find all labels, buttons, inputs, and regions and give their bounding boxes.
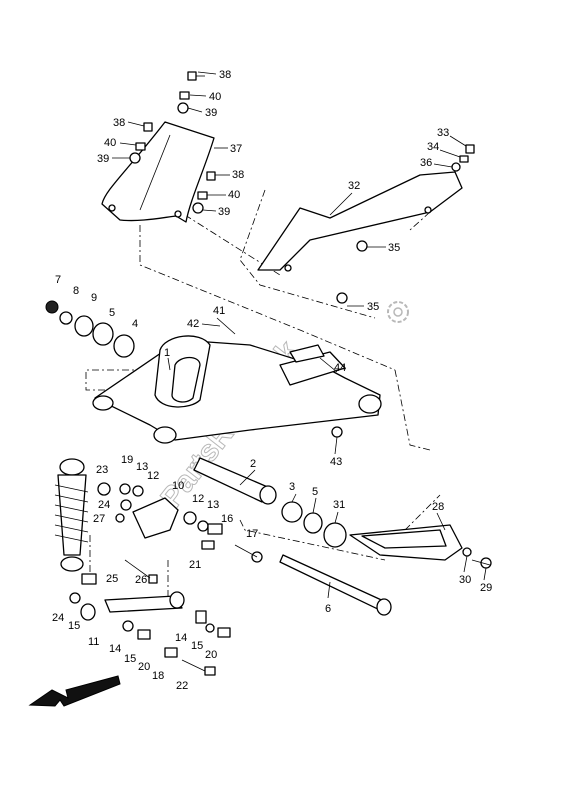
- callout-5-bearing: 5: [109, 307, 115, 319]
- leader-lines: [112, 71, 487, 599]
- axle: [279, 554, 392, 616]
- callout-14-right: 14: [175, 632, 187, 644]
- callouts: 1 2 3 4 5 5 6 7 8 9 10 11 12 12 13 13 14…: [52, 69, 492, 692]
- callout-39-right: 39: [218, 206, 230, 218]
- callout-23: 23: [96, 464, 108, 476]
- callout-8: 8: [73, 285, 79, 297]
- callout-5-seal: 5: [312, 486, 318, 498]
- callout-9: 9: [91, 292, 97, 304]
- callout-43: 43: [330, 456, 342, 468]
- chain-puller: [349, 524, 463, 561]
- callout-40-left: 40: [104, 137, 116, 149]
- chain-cover: [101, 121, 215, 223]
- callout-39-left: 39: [97, 153, 109, 165]
- shock-absorber: [54, 458, 89, 572]
- callout-27: 27: [93, 513, 105, 525]
- callout-17: 17: [246, 528, 258, 540]
- callout-15-left: 15: [68, 620, 80, 632]
- callout-33: 33: [437, 127, 449, 139]
- callout-26: 26: [135, 574, 147, 586]
- callout-20-left: 20: [138, 661, 150, 673]
- callout-31: 31: [333, 499, 345, 511]
- callout-11: 11: [88, 636, 99, 648]
- callout-41: 41: [213, 305, 225, 317]
- callout-4: 4: [132, 318, 138, 330]
- callout-24-lower: 24: [52, 612, 64, 624]
- callout-28: 28: [432, 501, 444, 513]
- bearings: [45, 300, 472, 557]
- callout-13-upper: 13: [136, 461, 148, 473]
- callout-40-top: 40: [209, 91, 221, 103]
- callout-29: 29: [480, 582, 492, 594]
- callout-15-right: 15: [191, 640, 203, 652]
- callout-15-middle: 15: [124, 653, 136, 665]
- callout-7: 7: [55, 274, 61, 286]
- callout-38-left: 38: [113, 117, 125, 129]
- callout-32: 32: [348, 180, 360, 192]
- callout-1: 1: [164, 347, 170, 359]
- callout-19: 19: [121, 454, 133, 466]
- callout-22: 22: [176, 680, 188, 692]
- callout-14-left: 14: [109, 643, 121, 655]
- callout-40-right: 40: [228, 189, 240, 201]
- callout-12-lower: 12: [192, 493, 204, 505]
- callout-35-lower: 35: [367, 301, 379, 313]
- callout-12-upper: 12: [147, 470, 159, 482]
- callout-38-right: 38: [232, 169, 244, 181]
- callout-13-lower: 13: [207, 499, 219, 511]
- callout-24-upper: 24: [98, 499, 110, 511]
- callout-36: 36: [420, 157, 432, 169]
- callout-6: 6: [325, 603, 331, 615]
- front-direction-arrow-icon: [28, 675, 121, 707]
- callout-39-top: 39: [205, 107, 217, 119]
- callout-21: 21: [189, 559, 201, 571]
- callout-37: 37: [230, 143, 242, 155]
- callout-35-upper: 35: [388, 242, 400, 254]
- gear-watermark-icon: [387, 301, 409, 323]
- callout-30: 30: [459, 574, 471, 586]
- callout-20-right: 20: [205, 649, 217, 661]
- linkage: [69, 482, 231, 676]
- callout-25: 25: [106, 573, 118, 585]
- callout-44: 44: [334, 362, 346, 374]
- callout-18: 18: [152, 670, 164, 682]
- callout-3: 3: [289, 481, 295, 493]
- bolts: [129, 71, 492, 569]
- chain-guard: [257, 171, 463, 272]
- callout-42: 42: [187, 318, 199, 330]
- callout-38-top: 38: [219, 69, 231, 81]
- callout-16: 16: [221, 513, 233, 525]
- callout-10: 10: [172, 480, 184, 492]
- swingarm: [92, 335, 382, 444]
- callout-34: 34: [427, 141, 439, 153]
- callout-2: 2: [250, 458, 256, 470]
